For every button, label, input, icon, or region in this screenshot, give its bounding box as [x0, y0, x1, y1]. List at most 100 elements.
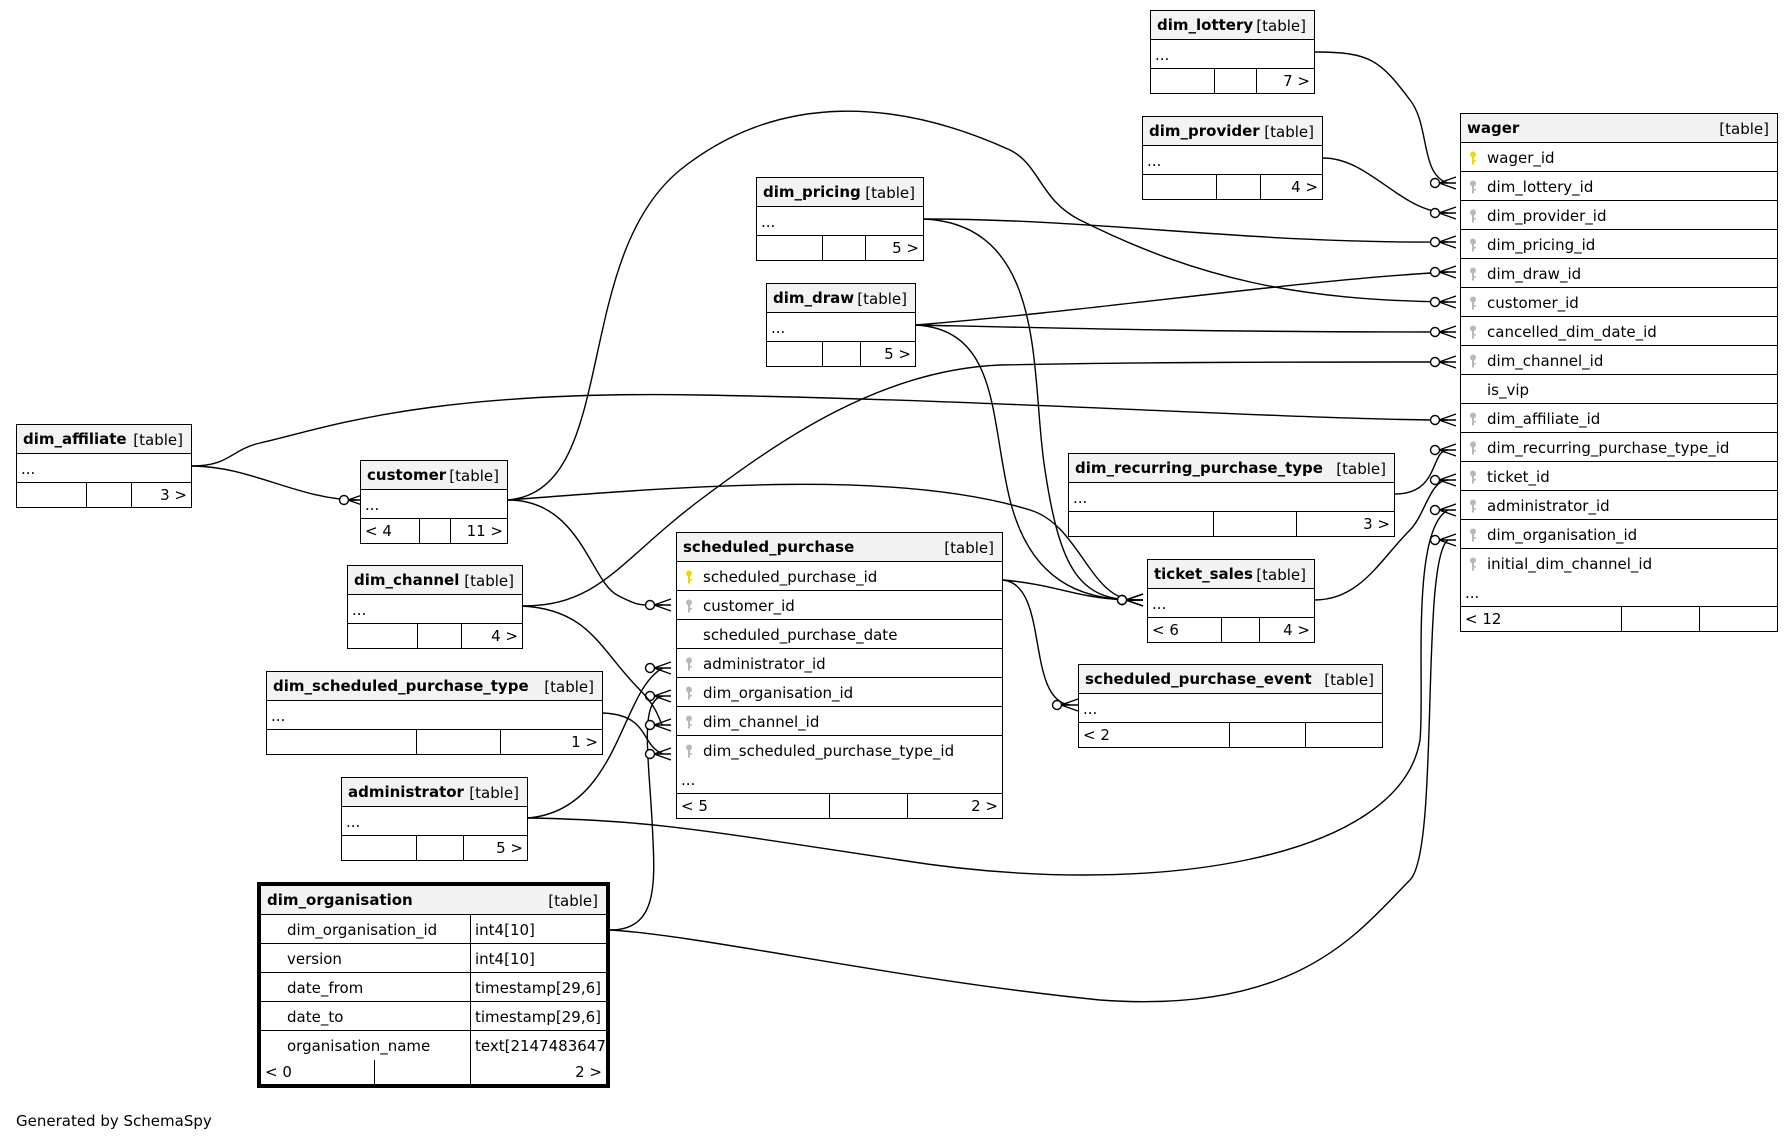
- table-footer: 5 >: [342, 836, 527, 860]
- table-type: [table]: [469, 784, 519, 802]
- table-name: dim_draw: [773, 289, 855, 307]
- table-footer: 4 >: [348, 624, 522, 648]
- crows-foot-marker: [1438, 265, 1457, 279]
- column-row: cancelled_dim_date_id: [1461, 317, 1777, 346]
- more-columns-row: ...: [267, 701, 602, 730]
- foreign-key-icon: [1470, 354, 1476, 368]
- crows-foot-marker: [1438, 473, 1457, 487]
- more-columns-row: ...: [1148, 589, 1314, 618]
- foreign-key-icon: [686, 599, 692, 613]
- optional-marker: [644, 690, 656, 702]
- optional-marker: [1116, 594, 1128, 606]
- column-name: cancelled_dim_date_id: [1487, 323, 1657, 341]
- crows-foot-marker: [653, 718, 672, 732]
- table-footer: 7 >: [1151, 69, 1314, 93]
- optional-marker: [644, 719, 656, 731]
- optional-marker: [338, 494, 350, 506]
- crows-foot-marker: [1060, 698, 1079, 712]
- relationship-line: [923, 218, 1449, 243]
- column-row: customer_id: [677, 591, 1002, 620]
- table-footer: 5 >: [757, 236, 923, 260]
- crows-foot-marker: [1438, 443, 1457, 457]
- crows-foot-marker: [1438, 355, 1457, 369]
- table-dim-recurring-purchase-type[interactable]: dim_recurring_purchase_type[table] ... 3…: [1068, 453, 1395, 537]
- table-scheduled-purchase-event[interactable]: scheduled_purchase_event [table] ... < 2: [1078, 664, 1383, 748]
- table-type: [table]: [944, 539, 994, 557]
- table-type: [table]: [1324, 671, 1374, 689]
- column-row: customer_id: [1461, 288, 1777, 317]
- more-columns-row: ...: [677, 765, 1002, 794]
- column-row: dim_lottery_id: [1461, 172, 1777, 201]
- column-row: administrator_id: [1461, 491, 1777, 520]
- table-dim-pricing[interactable]: dim_pricing[table] ... 5 >: [756, 177, 924, 261]
- relationship-line: [609, 695, 664, 931]
- table-name: dim_organisation: [267, 891, 413, 909]
- table-dim-provider[interactable]: dim_provider[table] ... 4 >: [1142, 116, 1323, 200]
- more-columns-row: ...: [17, 454, 191, 483]
- table-dim-lottery[interactable]: dim_lottery[table] ... 7 >: [1150, 10, 1315, 94]
- foreign-key-icon: [1470, 209, 1476, 223]
- primary-key-icon: [1470, 151, 1476, 165]
- foreign-key-icon: [686, 686, 692, 700]
- column-name: dim_channel_id: [703, 713, 820, 731]
- table-name: dim_provider: [1149, 122, 1260, 140]
- column-type: timestamp[29,6]: [475, 979, 602, 997]
- primary-key-icon: [686, 570, 692, 584]
- crows-foot-marker: [1438, 235, 1457, 249]
- optional-marker: [1429, 534, 1441, 546]
- more-columns-row: ...: [1143, 146, 1322, 175]
- table-scheduled-purchase[interactable]: scheduled_purchase[table] scheduled_purc…: [676, 532, 1003, 819]
- table-dim-scheduled-purchase-type[interactable]: dim_scheduled_purchase_type[table] ... 1…: [266, 671, 603, 755]
- table-dim-channel[interactable]: dim_channel[table] ... 4 >: [347, 565, 523, 649]
- column-name: date_to: [287, 1008, 344, 1026]
- table-name: dim_channel: [354, 571, 460, 589]
- column-name: is_vip: [1487, 381, 1530, 399]
- table-type: [table]: [1256, 566, 1306, 584]
- table-footer: < 2: [1079, 723, 1382, 747]
- table-dim-organisation[interactable]: dim_organisation[table] dim_organisation…: [257, 882, 610, 1088]
- table-type: [table]: [464, 572, 514, 590]
- column-row: dim_scheduled_purchase_type_id: [677, 736, 1002, 765]
- relationship-line: [1394, 449, 1449, 495]
- foreign-key-icon: [686, 657, 692, 671]
- column-row: dim_pricing_id: [1461, 230, 1777, 259]
- table-administrator[interactable]: administrator[table] ... 5 >: [341, 777, 528, 861]
- table-name: dim_lottery: [1157, 16, 1254, 34]
- crows-foot-marker: [653, 598, 672, 612]
- table-type: [table]: [449, 467, 499, 485]
- crows-foot-marker: [1438, 503, 1457, 517]
- table-dim-affiliate[interactable]: dim_affiliate[table] ... 3 >: [16, 424, 192, 508]
- more-columns-row: ...: [1069, 483, 1394, 512]
- relationship-line: [527, 667, 664, 819]
- more-columns-row: ...: [342, 807, 527, 836]
- column-row: initial_dim_channel_id: [1461, 549, 1777, 578]
- relationship-line: [191, 393, 1449, 467]
- column-name: initial_dim_channel_id: [1487, 555, 1653, 573]
- crows-foot-marker: [1438, 533, 1457, 547]
- foreign-key-icon: [1470, 180, 1476, 194]
- foreign-key-icon: [1470, 499, 1476, 513]
- column-name: dim_organisation_id: [703, 684, 854, 702]
- column-row: dim_recurring_purchase_type_id: [1461, 433, 1777, 462]
- table-footer: 5 >: [767, 342, 915, 366]
- table-dim-draw[interactable]: dim_draw[table] ... 5 >: [766, 283, 916, 367]
- column-name: dim_organisation_id: [1487, 526, 1638, 544]
- generated-by-footer: Generated by SchemaSpy: [16, 1112, 212, 1130]
- table-name: scheduled_purchase_event: [1085, 670, 1312, 688]
- more-columns-row: ...: [1079, 694, 1382, 723]
- optional-marker: [1429, 504, 1441, 516]
- foreign-key-icon: [1470, 412, 1476, 426]
- column-name: customer_id: [1487, 294, 1579, 312]
- relationship-line: [522, 605, 664, 726]
- crows-foot-marker: [1438, 325, 1457, 339]
- relationship-line: [1002, 579, 1071, 706]
- optional-marker: [1429, 266, 1441, 278]
